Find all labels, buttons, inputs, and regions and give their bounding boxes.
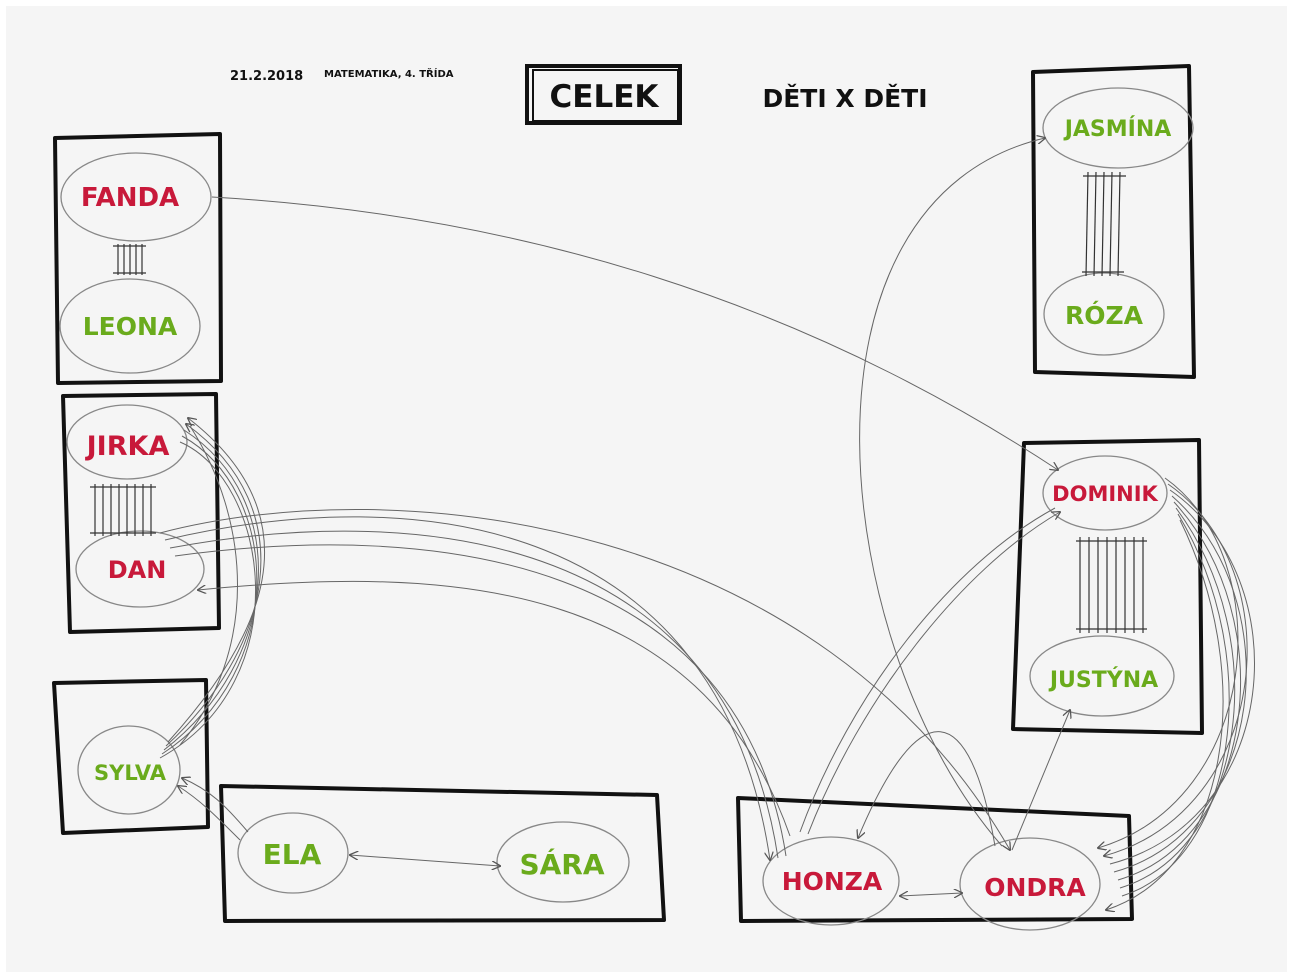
ellipse-leona: [59, 278, 201, 374]
child-name-fanda: FANDA: [81, 183, 179, 213]
child-name-jasmina: JASMÍNA: [1063, 116, 1172, 142]
bundle-dominik-justyna: [1076, 537, 1147, 633]
ellipse-ela: [237, 812, 349, 894]
bundle-jirka-dan: [90, 484, 156, 536]
bundle-jasmina-roza: [1082, 171, 1126, 277]
child-name-sylva: SYLVA: [94, 761, 167, 785]
ellipse-sylva: [77, 725, 181, 815]
group-box-dominik-justyna: [1011, 438, 1204, 735]
child-name-leona: LEONA: [83, 312, 178, 341]
choice-arrows: [159, 138, 1255, 910]
ellipse-dominik: [1042, 455, 1168, 531]
group-box-jirka-dan: [61, 392, 221, 634]
ellipse-jasmina: [1042, 87, 1194, 169]
group-box-ela-sara: [219, 784, 666, 923]
ellipse-dan: [75, 530, 205, 608]
ellipse-honza: [762, 836, 900, 926]
ellipse-ondra: [959, 837, 1101, 931]
ellipse-fanda: [60, 152, 212, 242]
ellipse-jirka: [66, 404, 188, 480]
child-name-dominik: DOMINIK: [1052, 482, 1158, 506]
bundle-fanda-leona: [113, 244, 146, 275]
child-name-sara: SÁRA: [519, 847, 604, 881]
title-label: CELEK: [550, 79, 660, 115]
child-name-justyna: JUSTÝNA: [1048, 667, 1158, 693]
title-box: [525, 64, 682, 125]
date-label: 21.2.2018: [230, 69, 303, 84]
group-box-fanda-leona: [53, 132, 223, 385]
subtitle-label: DĚTI X DĚTI: [762, 84, 927, 113]
ellipse-justyna: [1029, 635, 1175, 717]
group-box-sylva: [52, 678, 210, 835]
subject-label: MATEMATIKA, 4. TŘÍDA: [324, 67, 454, 80]
child-name-ela: ELA: [263, 838, 322, 871]
group-box-jasmina-roza: [1031, 64, 1196, 379]
child-name-honza: HONZA: [782, 867, 883, 896]
child-name-dan: DAN: [108, 556, 167, 584]
child-name-roza: RÓZA: [1065, 300, 1144, 330]
group-box-honza-ondra: [736, 796, 1134, 923]
child-name-jirka: JIRKA: [85, 431, 170, 462]
ellipse-roza: [1043, 272, 1165, 356]
child-name-ondra: ONDRA: [984, 873, 1086, 902]
